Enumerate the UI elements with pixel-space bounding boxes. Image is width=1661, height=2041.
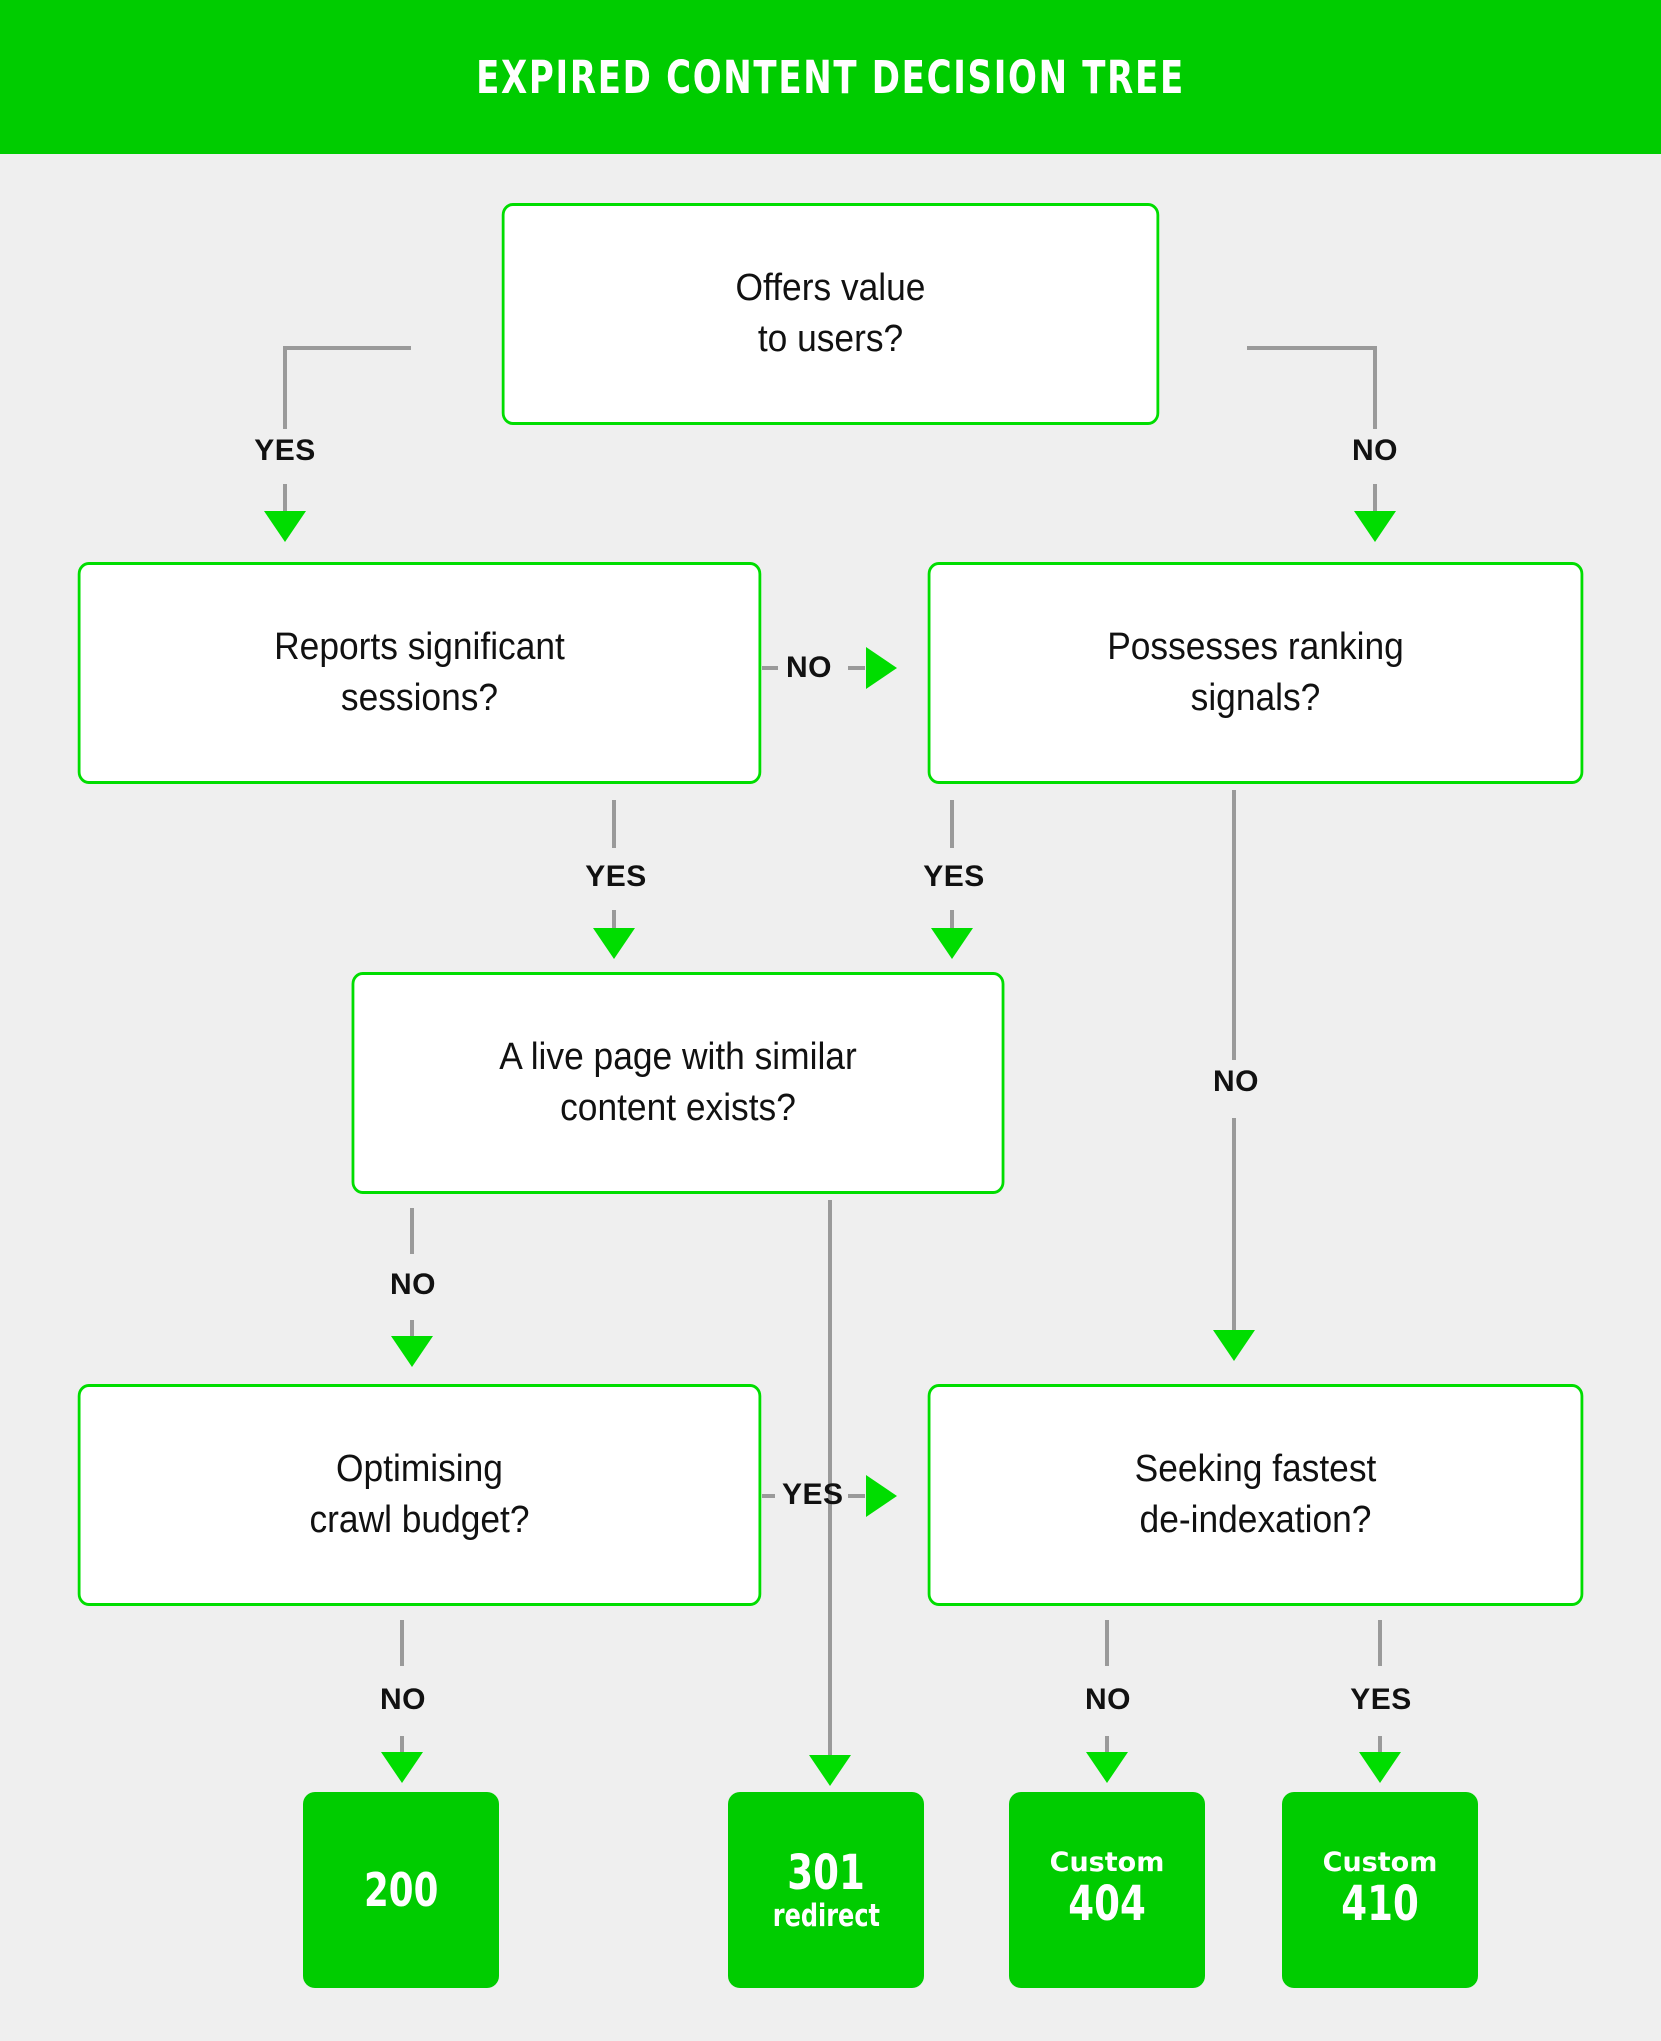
result-caption-301: redirect — [772, 1898, 880, 1935]
edge-label-value-yes: YES — [254, 434, 316, 467]
edge-label-sessions-yes: YES — [585, 860, 647, 893]
edge-line-deindex-yes-top — [1378, 1620, 1382, 1666]
edge-line-ranking-yes-top — [950, 800, 954, 848]
edge-line-similar-to-301 — [828, 1200, 832, 1778]
edge-line-crawl-yes-stub-left — [762, 1494, 775, 1498]
edge-arrow-similar-to-301 — [809, 1755, 851, 1786]
edge-line-crawl-no-stub — [400, 1736, 404, 1762]
result-code-404: 404 — [1068, 1875, 1146, 1932]
edge-arrow-value-no — [1354, 511, 1396, 542]
edge-line-deindex-no-stub — [1105, 1736, 1109, 1762]
edge-line-value-yes-horizontal — [283, 346, 411, 350]
decision-node-ranking-signals[interactable]: Possesses ranking signals? — [927, 562, 1584, 784]
edge-line-crawl-no-top — [400, 1620, 404, 1666]
decision-node-reports-sessions[interactable]: Reports significant sessions? — [77, 562, 762, 784]
edge-line-sessions-no-stub-right — [848, 666, 865, 670]
edge-label-deindex-yes: YES — [1350, 1683, 1412, 1716]
edge-line-sessions-yes-top — [612, 800, 616, 848]
result-code-410: 410 — [1341, 1875, 1419, 1932]
edge-label-crawl-yes: YES — [782, 1478, 844, 1511]
edge-label-crawl-no: NO — [380, 1683, 426, 1716]
edge-label-deindex-no: NO — [1085, 1683, 1131, 1716]
result-node-404[interactable]: Custom 404 — [1009, 1792, 1205, 1988]
edge-line-crawl-yes-stub-right — [848, 1494, 865, 1498]
result-prefix-410: Custom — [1322, 1847, 1438, 1879]
edge-line-sessions-yes-stub — [612, 910, 616, 938]
decision-node-de-indexation[interactable]: Seeking fastest de-indexation? — [927, 1384, 1584, 1606]
result-node-301[interactable]: 301 redirect — [728, 1792, 924, 1988]
edge-arrow-crawl-no — [381, 1752, 423, 1783]
edge-arrow-sessions-no — [866, 647, 897, 689]
edge-line-value-no-vertical — [1373, 346, 1377, 429]
edge-arrow-sessions-yes — [593, 928, 635, 959]
page-title: EXPIRED CONTENT DECISION TREE — [476, 50, 1185, 104]
edge-label-ranking-yes: YES — [923, 860, 985, 893]
edge-line-similar-no-stub — [410, 1320, 414, 1346]
edge-line-value-yes-vertical — [283, 346, 287, 429]
decision-node-offers-value[interactable]: Offers value to users? — [501, 203, 1160, 425]
result-code-200: 200 — [363, 1862, 439, 1917]
decision-node-similar-content[interactable]: A live page with similar content exists? — [351, 972, 1005, 1194]
edge-arrow-deindex-yes — [1359, 1752, 1401, 1783]
edge-line-value-yes-stub — [283, 484, 287, 520]
edge-line-ranking-yes-stub — [950, 910, 954, 938]
edge-arrow-ranking-no — [1213, 1330, 1255, 1361]
result-node-200[interactable]: 200 — [303, 1792, 499, 1988]
edge-line-ranking-no-top — [1232, 790, 1236, 1060]
edge-arrow-crawl-yes — [866, 1475, 897, 1517]
edge-label-value-no: NO — [1352, 434, 1398, 467]
edge-label-similar-no: NO — [390, 1268, 436, 1301]
edge-line-similar-no-top — [410, 1208, 414, 1254]
decision-node-crawl-budget[interactable]: Optimising crawl budget? — [77, 1384, 762, 1606]
edge-label-ranking-no: NO — [1213, 1065, 1259, 1098]
edge-line-deindex-yes-stub — [1378, 1736, 1382, 1762]
edge-arrow-value-yes — [264, 511, 306, 542]
header-bar — [0, 0, 1661, 154]
edge-label-sessions-no: NO — [786, 651, 832, 684]
edge-line-value-no-stub — [1373, 484, 1377, 520]
edge-line-value-no-horizontal — [1247, 346, 1377, 350]
result-prefix-404: Custom — [1049, 1847, 1165, 1879]
edge-arrow-deindex-no — [1086, 1752, 1128, 1783]
edge-line-deindex-no-top — [1105, 1620, 1109, 1666]
edge-arrow-similar-no — [391, 1336, 433, 1367]
result-code-301: 301 — [787, 1845, 865, 1902]
edge-line-ranking-no-bottom — [1232, 1118, 1236, 1340]
result-node-410[interactable]: Custom 410 — [1282, 1792, 1478, 1988]
edge-line-sessions-no-stub-left — [762, 666, 778, 670]
edge-arrow-ranking-yes — [931, 928, 973, 959]
